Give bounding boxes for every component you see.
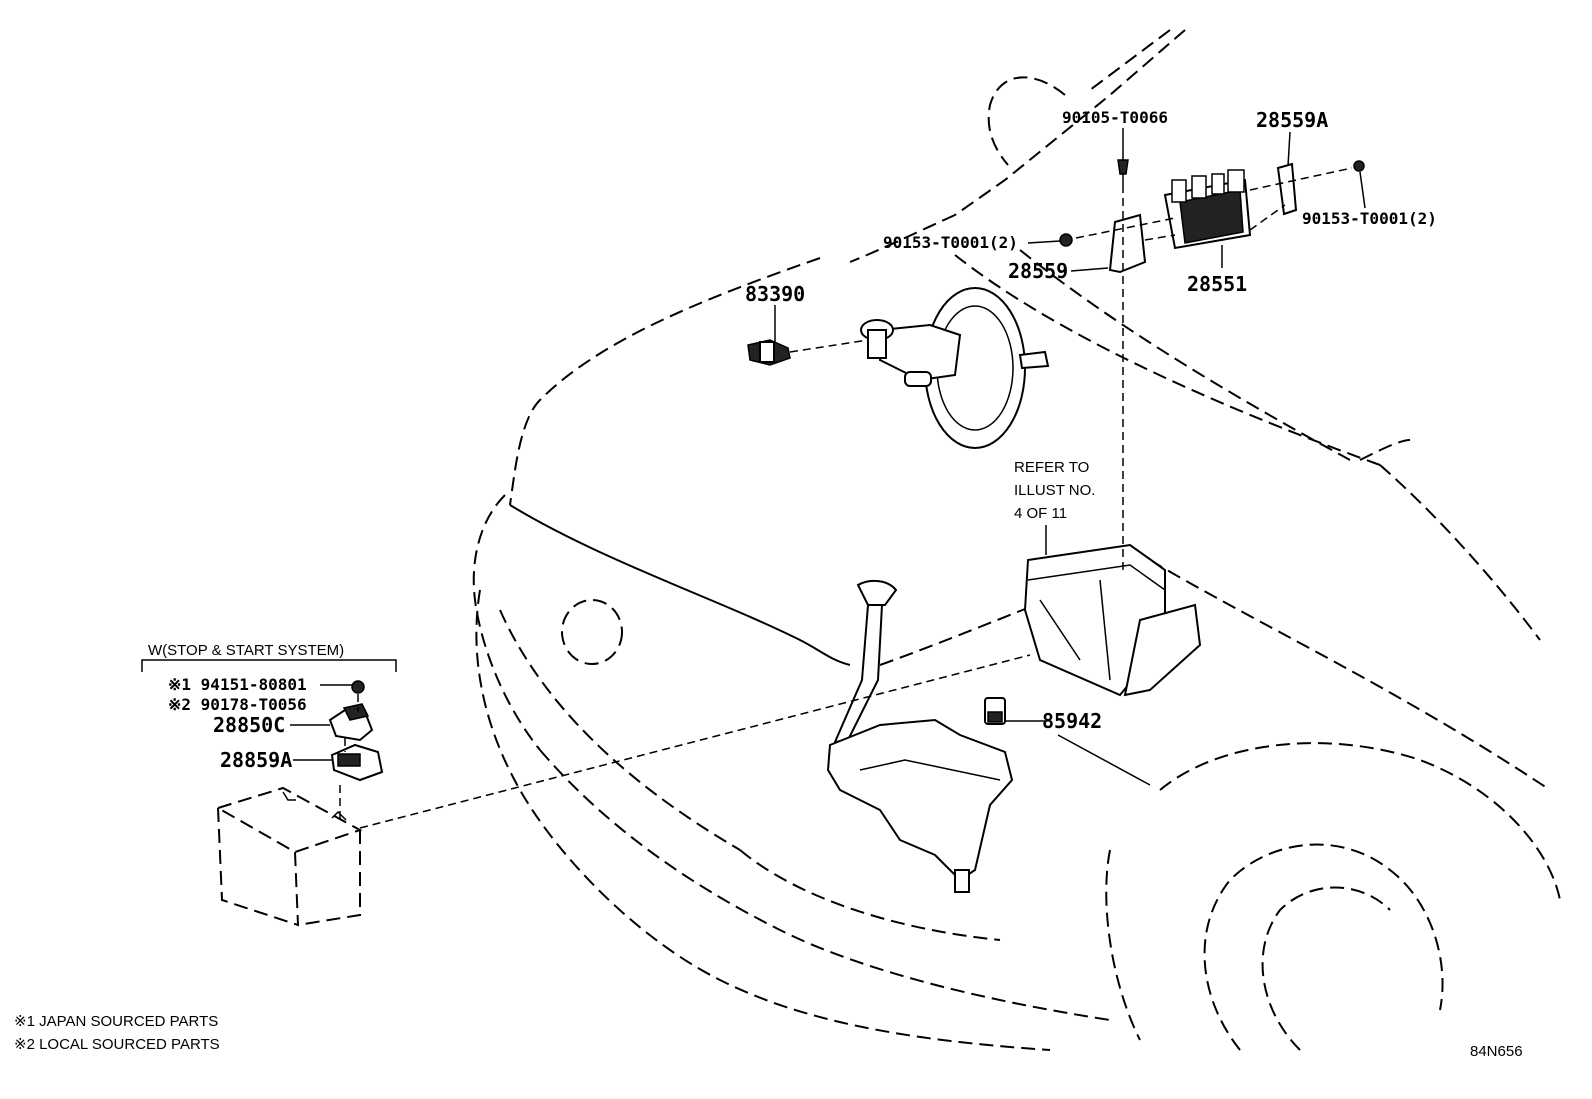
illustration-code: 84N656 xyxy=(1470,1043,1523,1060)
washer-tank xyxy=(826,579,1014,893)
label-85942: 85942 xyxy=(1042,709,1102,733)
footnote-japan-sourced: ※1 JAPAN SOURCED PARTS xyxy=(14,1013,218,1030)
leader-lines xyxy=(141,128,1366,786)
label-28551: 28551 xyxy=(1187,272,1247,296)
brake-booster-assembly xyxy=(860,287,1050,449)
label-28559: 28559 xyxy=(1008,259,1068,283)
label-90153-T0001-left: 90153-T0001(2) xyxy=(883,233,1018,252)
refer-note-line-1: REFER TO xyxy=(1014,459,1089,476)
label-90153-T0001-right: 90153-T0001(2) xyxy=(1302,209,1437,228)
variant-heading: W(STOP & START SYSTEM) xyxy=(148,642,344,659)
label-94151-80801: ※1 94151-80801 xyxy=(168,675,307,694)
reference-lines xyxy=(339,167,1353,829)
label-28559A: 28559A xyxy=(1256,108,1328,132)
part-83390-icon xyxy=(747,339,791,366)
battery-assembly xyxy=(215,680,384,927)
footnote-local-sourced: ※2 LOCAL SOURCED PARTS xyxy=(14,1036,220,1053)
label-90178-T0056: ※2 90178-T0056 xyxy=(168,695,307,714)
fuse-relay-box xyxy=(1023,543,1202,697)
label-28850C: 28850C xyxy=(213,713,285,737)
part-85942-icon xyxy=(984,697,1006,725)
label-28859A: 28859A xyxy=(220,748,292,772)
vehicle-outline xyxy=(472,29,1561,1051)
label-90105-T0066: 90105-T0066 xyxy=(1062,108,1168,127)
label-83390: 83390 xyxy=(745,282,805,306)
refer-note-line-2: ILLUST NO. xyxy=(1014,482,1095,499)
refer-note-line-3: 4 OF 11 xyxy=(1014,505,1067,522)
relay-bracket-assembly xyxy=(1059,159,1365,274)
